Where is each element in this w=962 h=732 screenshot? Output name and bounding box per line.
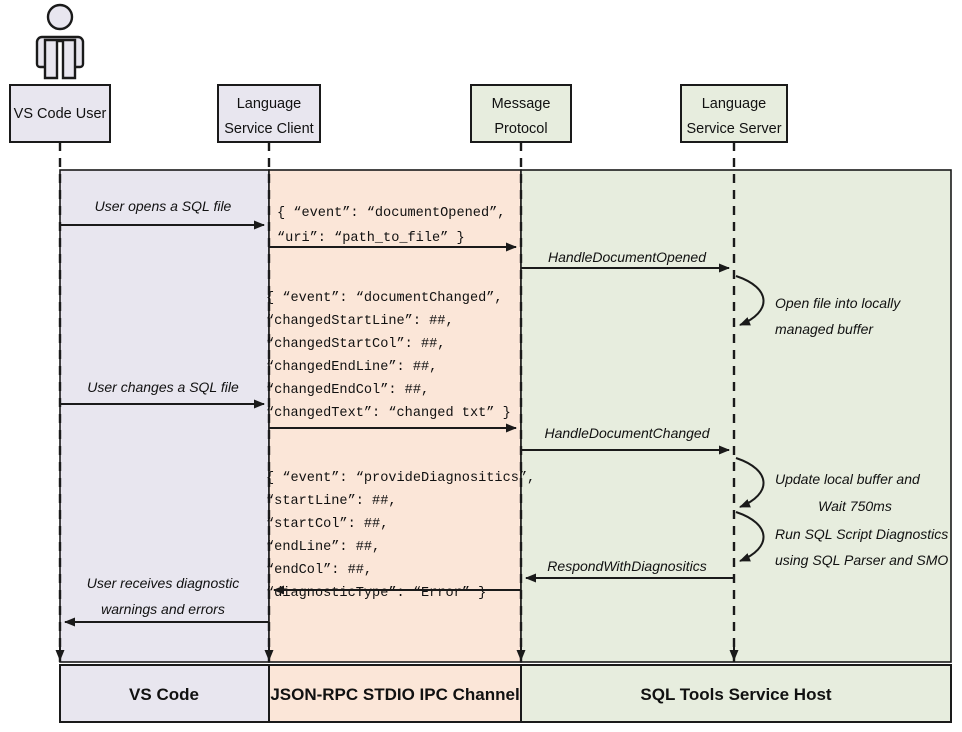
lifeline-label-server-1: Language (702, 96, 767, 112)
self-loop-run-diagnostics (735, 511, 765, 562)
message-label-handle-document-changed: HandleDocumentChanged (545, 425, 711, 441)
lifeline-label-client-2: Service Client (224, 121, 313, 137)
payload-provide-diagnostics-line-3: “endLine”: ##, (266, 540, 380, 555)
self-loop-open-buffer (735, 275, 765, 326)
lifeline-label-protocol-2: Protocol (494, 121, 547, 137)
self-loop-run-diagnostics-line-1: Run SQL Script Diagnostics (775, 526, 948, 542)
vs-code-user-actor (35, 3, 85, 80)
footer-label-ipc: JSON-RPC STDIO IPC Channel (270, 685, 519, 704)
payload-document-changed-line-2: “changedStartCol”: ##, (266, 337, 445, 352)
payload-document-opened-line-0: { “event”: “documentOpened”, (277, 206, 505, 221)
lifeline-header-client (217, 84, 321, 143)
self-loop-update-wait (735, 457, 765, 508)
payload-document-changed-line-1: “changedStartLine”: ##, (266, 314, 454, 329)
message-label-user-receives-line-2: warnings and errors (101, 601, 225, 617)
lifeline-header-server (680, 84, 788, 143)
payload-provide-diagnostics-line-4: “endCol”: ##, (266, 563, 372, 578)
band-vscode (59, 169, 270, 663)
payload-document-changed-line-5: “changedText”: “changed txt” } (266, 406, 511, 421)
self-loop-open-buffer-line-2: managed buffer (775, 321, 874, 337)
footer-box-host (520, 664, 952, 723)
band-host (520, 169, 952, 663)
payload-provide-diagnostics-line-1: “startLine”: ##, (266, 494, 397, 509)
footer-label-host: SQL Tools Service Host (640, 685, 831, 704)
message-label-user-opens: User opens a SQL file (95, 198, 232, 214)
message-label-handle-document-opened: HandleDocumentOpened (548, 249, 707, 265)
payload-document-changed-line-3: “changedEndLine”: ##, (266, 360, 437, 375)
footer-label-vs-code: VS Code (129, 685, 199, 704)
self-loop-update-wait-line-1: Update local buffer and (775, 471, 921, 487)
message-label-user-changes: User changes a SQL file (87, 379, 239, 395)
payload-document-changed-line-0: { “event”: “documentChanged”, (266, 291, 503, 306)
lifeline-label-protocol-1: Message (492, 96, 551, 112)
lifeline-label-user: VS Code User (14, 106, 107, 122)
payload-document-opened-line-1: “uri”: “path_to_file” } (277, 231, 465, 246)
footer-box-ipc (268, 664, 522, 723)
self-loop-run-diagnostics-line-2: using SQL Parser and SMO (775, 552, 948, 568)
lifeline-label-client-1: Language (237, 96, 302, 112)
payload-document-changed-line-4: “changedEndCol”: ##, (266, 383, 429, 398)
message-label-respond-with-diagnostics: RespondWithDiagnositics (547, 558, 706, 574)
self-loop-update-wait-line-2: Wait 750ms (818, 498, 892, 514)
payload-provide-diagnostics-line-2: “startCol”: ##, (266, 517, 388, 532)
payload-provide-diagnostics-line-0: { “event”: “provideDiagnositics”, (266, 471, 535, 486)
self-loop-open-buffer-line-1: Open file into locally (775, 295, 901, 311)
payload-provide-diagnostics-line-5: “diagnosticType”: “Error” } (266, 586, 486, 601)
band-ipc (268, 169, 522, 663)
message-label-user-receives-line-1: User receives diagnostic (87, 575, 240, 591)
lifeline-label-server-2: Service Server (686, 121, 781, 137)
